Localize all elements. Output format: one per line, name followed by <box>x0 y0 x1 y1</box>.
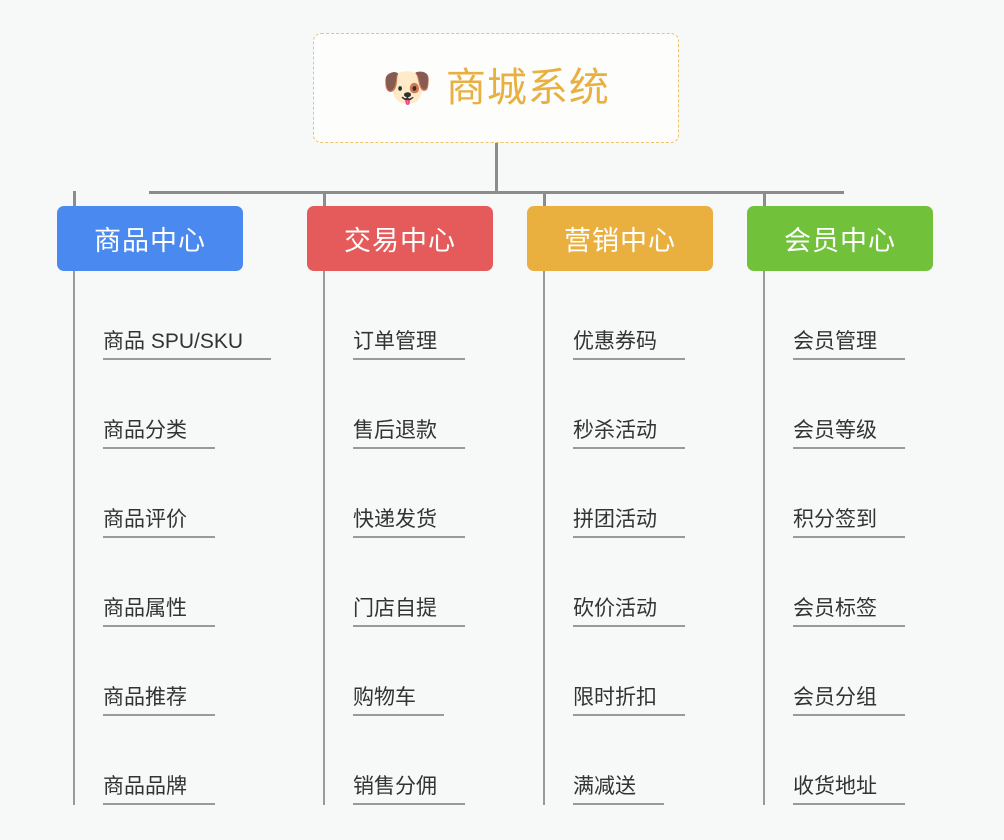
leaf-item[interactable]: 会员标签 <box>763 538 905 627</box>
branch-column-2: 订单管理售后退款快递发货门店自提购物车销售分佣 <box>323 271 465 805</box>
leaf-item-label: 商品分类 <box>103 420 215 449</box>
leaf-item-label: 会员分组 <box>793 687 905 716</box>
leaf-item[interactable]: 满减送 <box>543 716 685 805</box>
branch-column-4: 会员管理会员等级积分签到会员标签会员分组收货地址 <box>763 271 905 805</box>
category-label: 营销中心 <box>564 226 676 256</box>
leaf-item[interactable]: 优惠券码 <box>543 271 685 360</box>
category-box-4[interactable]: 会员中心 <box>747 206 933 271</box>
category-box-2[interactable]: 交易中心 <box>307 206 493 271</box>
category-box-3[interactable]: 营销中心 <box>527 206 713 271</box>
dog-face-icon: 🐶 <box>382 66 432 110</box>
leaf-item-label: 砍价活动 <box>573 598 685 627</box>
branch-connector-3 <box>543 191 546 207</box>
leaf-item-label: 积分签到 <box>793 509 905 538</box>
leaf-item-label: 会员标签 <box>793 598 905 627</box>
leaf-item[interactable]: 商品推荐 <box>73 627 271 716</box>
leaf-item-label: 订单管理 <box>353 331 465 360</box>
root-connector-vertical <box>495 143 498 193</box>
leaf-item[interactable]: 会员管理 <box>763 271 905 360</box>
category-label: 交易中心 <box>344 226 456 256</box>
leaf-item[interactable]: 快递发货 <box>323 449 465 538</box>
leaf-item[interactable]: 购物车 <box>323 627 465 716</box>
leaf-item[interactable]: 拼团活动 <box>543 449 685 538</box>
leaf-item[interactable]: 订单管理 <box>323 271 465 360</box>
leaf-item-label: 商品推荐 <box>103 687 215 716</box>
branch-column-3: 优惠券码秒杀活动拼团活动砍价活动限时折扣满减送 <box>543 271 685 805</box>
leaf-item[interactable]: 积分签到 <box>763 449 905 538</box>
leaf-item[interactable]: 限时折扣 <box>543 627 685 716</box>
leaf-item-label: 收货地址 <box>793 776 905 805</box>
category-label: 会员中心 <box>784 226 896 256</box>
leaf-item[interactable]: 商品评价 <box>73 449 271 538</box>
branch-spine <box>73 271 75 805</box>
branch-spine <box>763 271 765 805</box>
root-node-label: 商城系统 <box>445 66 610 110</box>
leaf-item[interactable]: 砍价活动 <box>543 538 685 627</box>
leaf-item-label: 销售分佣 <box>353 776 465 805</box>
leaf-item[interactable]: 会员等级 <box>763 360 905 449</box>
leaf-item[interactable]: 商品属性 <box>73 538 271 627</box>
leaf-item-label: 购物车 <box>353 687 444 716</box>
leaf-item-label: 拼团活动 <box>573 509 685 538</box>
leaf-item[interactable]: 销售分佣 <box>323 716 465 805</box>
leaf-item[interactable]: 售后退款 <box>323 360 465 449</box>
branch-connector-4 <box>763 191 766 207</box>
branch-spine <box>543 271 545 805</box>
leaf-item[interactable]: 收货地址 <box>763 716 905 805</box>
leaf-item-label: 快递发货 <box>353 509 465 538</box>
leaf-item-label: 会员等级 <box>793 420 905 449</box>
leaf-item[interactable]: 商品品牌 <box>73 716 271 805</box>
leaf-item-label: 商品 SPU/SKU <box>103 331 272 360</box>
leaf-item-label: 商品属性 <box>103 598 215 627</box>
leaf-item-label: 秒杀活动 <box>573 420 685 449</box>
leaf-item-label: 优惠券码 <box>573 331 685 360</box>
leaf-item[interactable]: 商品分类 <box>73 360 271 449</box>
leaf-item[interactable]: 会员分组 <box>763 627 905 716</box>
branch-column-1: 商品 SPU/SKU 商品分类商品评价商品属性商品推荐商品品牌 <box>73 271 272 805</box>
branch-spine <box>323 271 325 805</box>
leaf-item-label: 会员管理 <box>793 331 905 360</box>
category-box-1[interactable]: 商品中心 <box>57 206 243 271</box>
leaf-item-label: 售后退款 <box>353 420 465 449</box>
leaf-item-label: 限时折扣 <box>573 687 685 716</box>
branch-connector-2 <box>323 191 326 207</box>
root-connector-horizontal <box>149 191 844 194</box>
leaf-item-label: 门店自提 <box>353 598 465 627</box>
leaf-item-label: 商品评价 <box>103 509 215 538</box>
leaf-item[interactable]: 商品 SPU/SKU <box>73 271 272 360</box>
root-node[interactable]: 🐶 商城系统 <box>313 33 679 143</box>
leaf-item-label: 满减送 <box>573 776 664 805</box>
leaf-item[interactable]: 秒杀活动 <box>543 360 685 449</box>
branch-connector-1 <box>73 191 76 207</box>
leaf-item[interactable]: 门店自提 <box>323 538 465 627</box>
category-label: 商品中心 <box>94 226 206 256</box>
leaf-item-label: 商品品牌 <box>103 776 215 805</box>
